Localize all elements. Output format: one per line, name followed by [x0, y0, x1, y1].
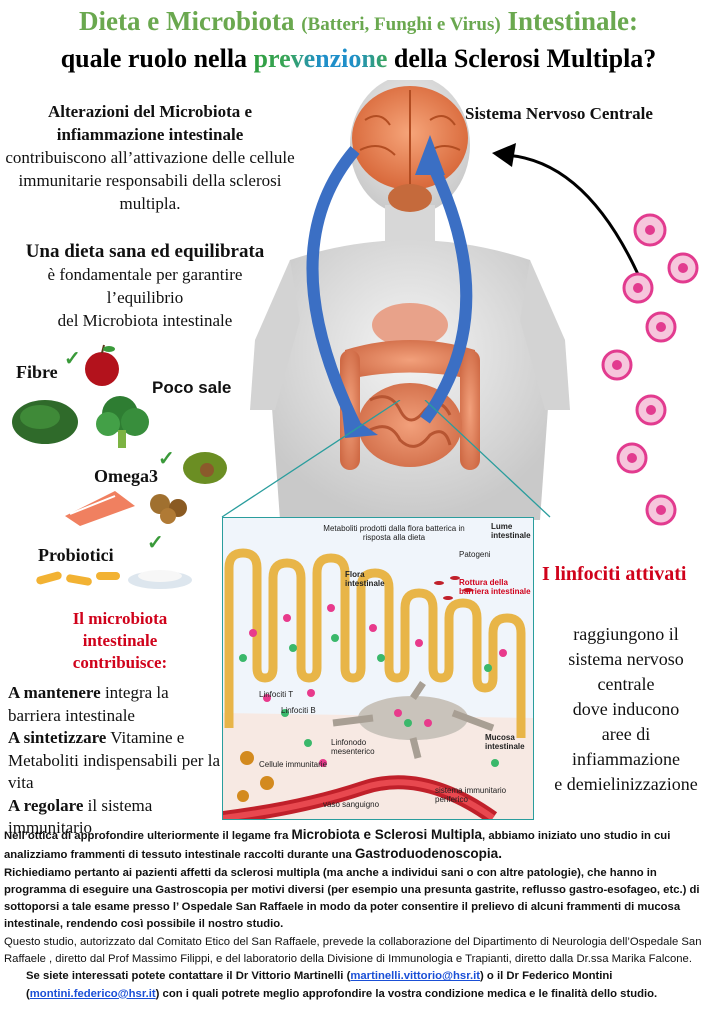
microbiota-heading-1: Il microbiota	[72, 609, 168, 628]
study-p1-b: , abbiamo iniziato uno studio in cui ana…	[4, 830, 671, 862]
label-sistema-periferico: sistema immunitario periferico	[435, 786, 507, 804]
item2-bold: A sintetizzare	[8, 728, 107, 747]
diet-bold: Una dieta sana ed equilibrata	[25, 241, 265, 262]
linfociti-text: raggiungono il sistema nervoso centrale …	[536, 622, 716, 797]
study-p1: Nell’ottica di approfondire ulteriorment…	[4, 826, 714, 865]
study-p4-b: ) o il Dr Federico Montini (	[26, 970, 613, 1000]
diagram-graphic	[223, 518, 533, 819]
item3-text: il sistema immunitario	[8, 795, 153, 838]
linfociti-line: centrale	[597, 674, 655, 694]
label-linfociti-t: Linfociti T	[259, 690, 294, 699]
apple-icon	[85, 344, 119, 386]
subtitle-part-b: della Sclerosi Multipla?	[387, 44, 657, 73]
intro-paragraph: Alterazioni del Microbiota e infiammazio…	[0, 100, 300, 215]
body-illustration	[250, 80, 570, 520]
microbiota-heading-3: contribuisce:	[72, 653, 168, 672]
intestinal-diagram: Metaboliti prodotti dalla flora batteric…	[222, 517, 534, 820]
item3-bold: A regolare	[8, 795, 84, 815]
study-p4-c: ) con i quali potrete meglio approfondir…	[155, 987, 658, 1000]
title-part1: Dieta e Microbiota	[79, 6, 302, 36]
microbiota-heading: Il microbiota intestinale contribuisce:	[20, 608, 220, 674]
diet-text-2: l’equilibrio	[106, 288, 184, 307]
study-p1-big: Microbiota e Sclerosi Multipla	[291, 827, 483, 842]
vegetables-icon	[12, 396, 149, 448]
food-probiotici-label: Probiotici	[38, 545, 114, 565]
food-omega3-label: Omega3	[94, 466, 158, 486]
study-paragraph: Nell’ottica di approfondire ulteriorment…	[4, 826, 714, 1003]
study-p3: Questo studio, autorizzato dal Comitato …	[4, 935, 702, 966]
linfociti-line: sistema nervoso	[568, 649, 684, 669]
page-subtitle: quale ruolo nella prevenzione della Scle…	[0, 44, 717, 74]
linfociti-line: aree di	[601, 724, 651, 744]
title-part2: Intestinale:	[500, 6, 638, 36]
checkmark-icon: ✓	[158, 448, 175, 470]
study-p2: Richiediamo pertanto ai pazienti affetti…	[4, 866, 700, 931]
email-link-montini[interactable]: montini.federico@hsr.it	[29, 987, 156, 1000]
email-link-martinelli[interactable]: martinelli.vittorio@hsr.it	[350, 970, 481, 983]
item1-bold: A mantenere	[8, 683, 101, 702]
label-rottura: Rottura della barriera intestinale	[459, 578, 531, 596]
cns-arrow-icon	[492, 143, 647, 291]
label-metaboliti: Metaboliti prodotti dalla flora batteric…	[323, 524, 465, 542]
probiotics-icon	[36, 570, 192, 589]
checkmark-icon: ✓	[147, 532, 164, 554]
label-lume: Lume intestinale	[491, 522, 531, 540]
title-subtitle: (Batteri, Funghi e Virus)	[301, 14, 501, 35]
subtitle-highlight: prevenzione	[253, 44, 388, 73]
linfociti-line: raggiungono il	[573, 624, 679, 644]
study-p4-a: Se siete interessati potete contattare i…	[26, 970, 351, 983]
checkmark-icon: ✓	[64, 348, 81, 370]
diet-paragraph: Una dieta sana ed equilibrata è fondamen…	[0, 240, 290, 332]
study-p1-a: Nell’ottica di approfondire ulteriorment…	[4, 830, 292, 842]
diet-text-3: del Microbiota intestinale	[57, 311, 233, 330]
study-p4: Se siete interessati potete contattare i…	[4, 968, 714, 1003]
microbiota-list: A mantenere integra la barriera intestin…	[8, 682, 220, 840]
fish-nuts-avocado-icon	[65, 452, 227, 526]
subtitle-part-a: quale ruolo nella	[60, 44, 254, 73]
intro-text: contribuiscono all’attivazione delle cel…	[5, 148, 295, 213]
food-poco-sale-label: Poco sale	[152, 378, 232, 397]
label-flora: Flora intestinale	[345, 570, 385, 588]
cns-label: Sistema Nervoso Centrale	[465, 104, 653, 123]
zoom-lines	[221, 400, 551, 518]
linfociti-line: dove inducono	[572, 699, 680, 719]
label-linfociti-b: Linfociti B	[281, 706, 316, 715]
microbiota-heading-2: intestinale	[82, 631, 158, 650]
intro-bold: Alterazioni del Microbiota e infiammazio…	[47, 102, 253, 144]
study-p1-big2: Gastroduodenoscopia.	[354, 846, 502, 862]
linfociti-heading: I linfociti attivati	[542, 563, 687, 585]
label-patogeni: Patogeni	[459, 550, 491, 559]
microbiota-item-3: A regolare il sistema immunitario	[8, 795, 220, 840]
lymphocytes-illustration	[601, 213, 699, 526]
page-title: Dieta e Microbiota (Batteri, Funghi e Vi…	[0, 6, 717, 37]
microbiota-item-2: A sintetizzare Vitamine e Metaboliti ind…	[8, 727, 220, 795]
item1-text: integra la barriera intestinale	[8, 683, 169, 725]
circulation-arrows-icon	[306, 135, 473, 438]
label-linfonodo: Linfonodo mesenterico	[331, 738, 375, 756]
label-cellule: Cellule immunitarie	[259, 760, 328, 769]
microbiota-item-1: A mantenere integra la barriera intestin…	[8, 682, 220, 727]
item2-text: Vitamine e Metaboliti indispensabili per…	[8, 728, 220, 792]
food-fibre-label: Fibre	[16, 362, 58, 382]
label-mucosa: Mucosa intestinale	[485, 733, 525, 751]
linfociti-line: e demielinizzazione	[554, 774, 698, 794]
diet-text-1: è fondamentale per garantire	[47, 265, 243, 284]
label-vaso: vaso sanguigno	[323, 800, 380, 809]
linfociti-line: infiammazione	[572, 749, 680, 769]
